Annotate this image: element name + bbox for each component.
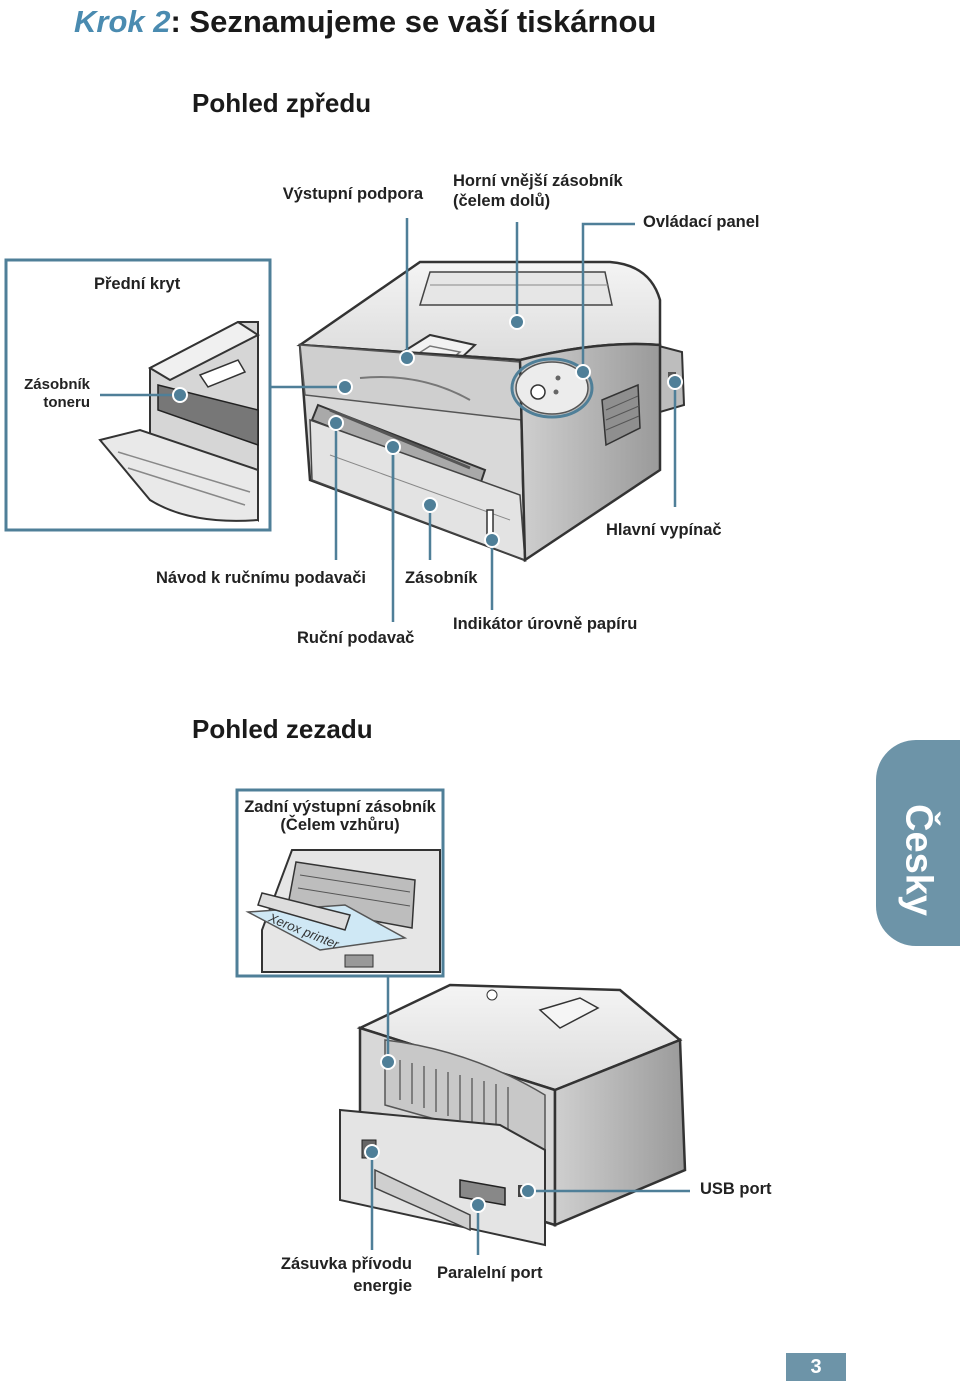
rear-callout-dots (364, 1054, 536, 1213)
label-power-socket-line2: energie (353, 1277, 412, 1295)
label-paper-level: Indikátor úrovně papíru (453, 615, 638, 633)
label-tray: Zásobník (405, 569, 478, 587)
rear-tray-inset (245, 849, 441, 973)
rear-printer (339, 983, 687, 1247)
rear-callout-lines (370, 976, 690, 1255)
label-usb-port: USB port (700, 1180, 772, 1198)
rear-view-heading: Pohled zezadu (192, 714, 373, 744)
label-top-tray-line2: (čelem dolů) (453, 192, 551, 210)
label-manual-feeder: Ruční podavač (297, 629, 415, 647)
page-title: Krok 2: Seznamujeme se vaší tiskárnou (74, 4, 656, 40)
front-callout-dots (172, 314, 683, 548)
label-rear-tray-line1: Zadní výstupní zásobník (244, 798, 436, 816)
front-view-heading: Pohled zpředu (192, 88, 372, 118)
label-rear-tray-line2: (Čelem vzhůru) (280, 816, 400, 834)
front-printer (296, 260, 686, 563)
step-label: Krok 2 (74, 4, 171, 39)
label-power-switch: Hlavní vypínač (606, 521, 722, 539)
label-output-support: Výstupní podpora (282, 185, 423, 203)
front-callout-lines (100, 218, 677, 622)
title-colon: : (170, 4, 181, 39)
title-text: Seznamujeme se vaší tiskárnou (180, 4, 657, 39)
label-control-panel: Ovládací panel (643, 213, 760, 231)
label-toner-line2: toneru (43, 394, 90, 411)
label-top-tray-line1: Horní vnější zásobník (453, 172, 623, 190)
page-number: 3 (786, 1353, 846, 1381)
label-toner-line1: Zásobník (24, 376, 90, 393)
label-power-socket-line1: Zásuvka přívodu (280, 1255, 412, 1273)
language-tab: Česky (876, 740, 960, 946)
label-manual-guide: Návod k ručnímu podavači (156, 569, 366, 587)
language-tab-label: Česky (897, 804, 940, 916)
label-front-cover: Přední kryt (94, 275, 181, 293)
label-parallel-port: Paralelní port (437, 1264, 543, 1282)
